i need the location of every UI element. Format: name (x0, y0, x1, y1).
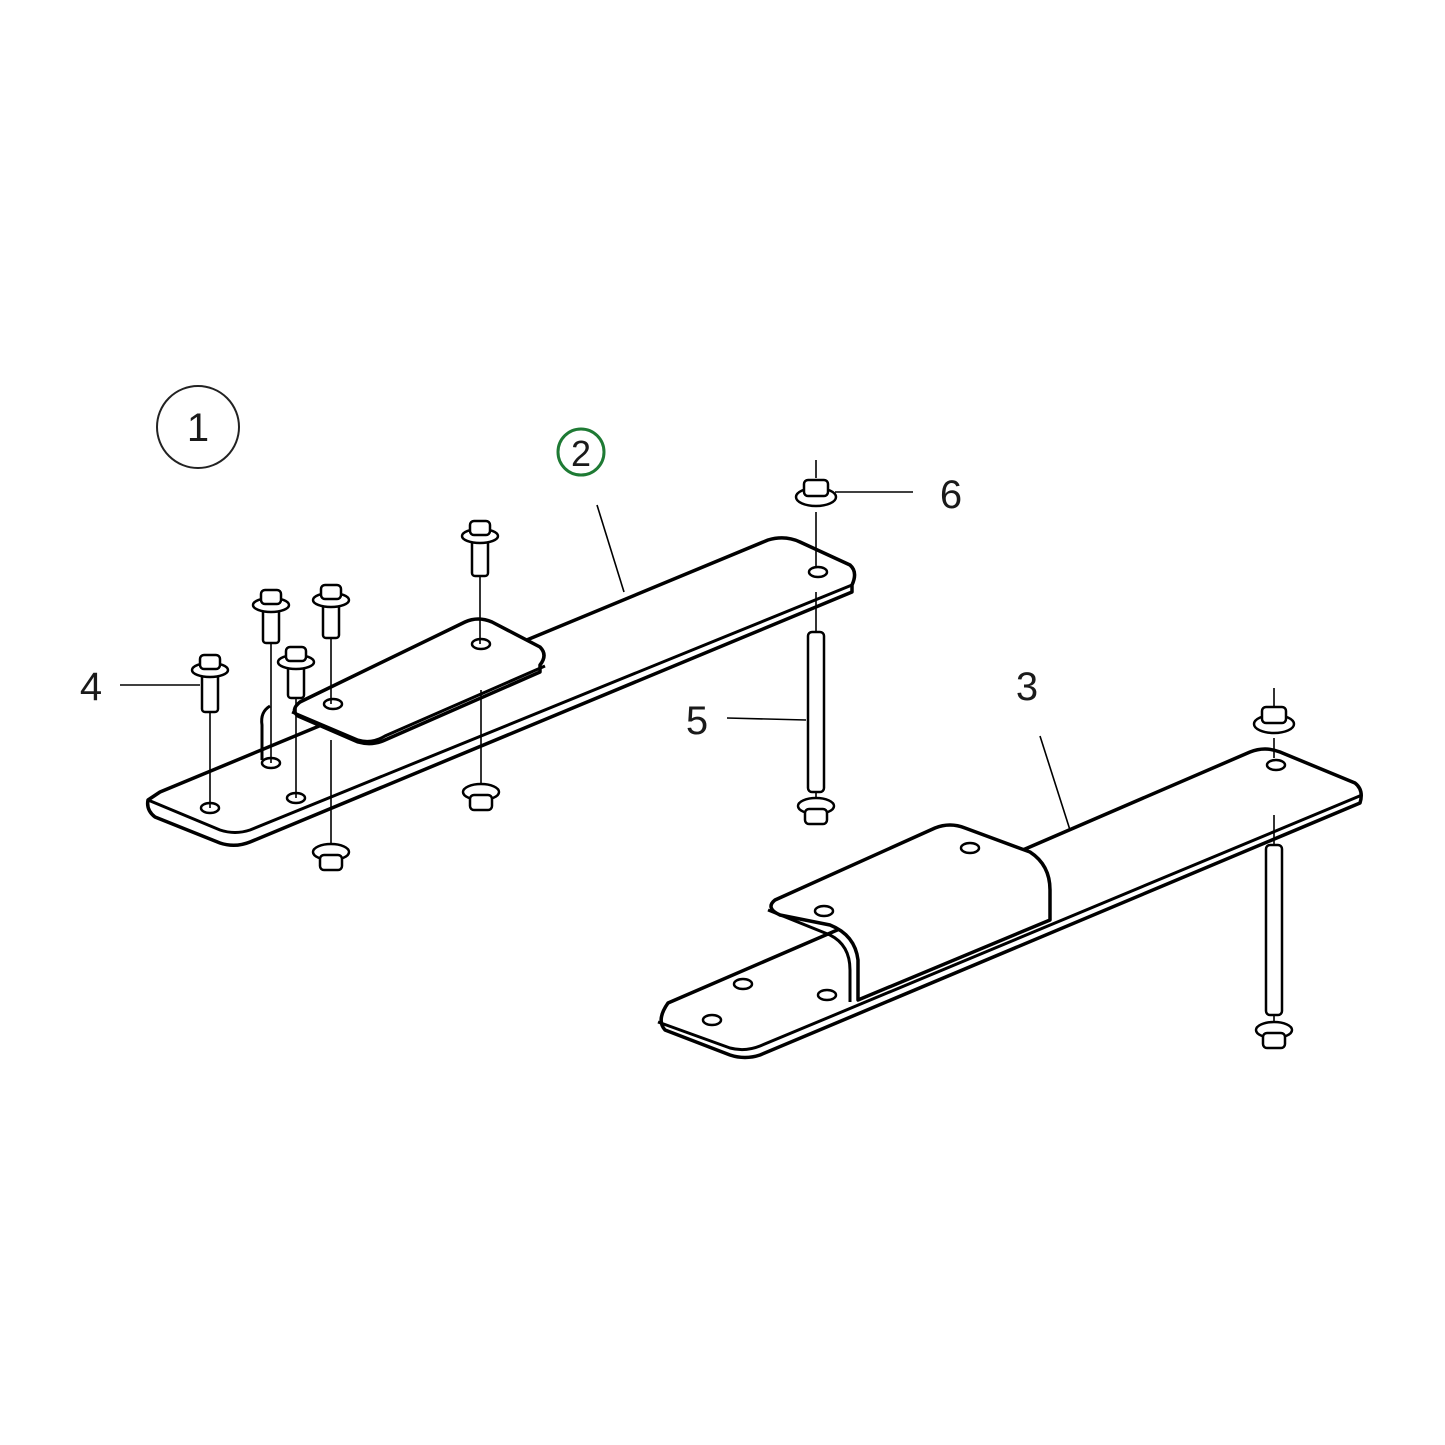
bolt-icon[interactable] (460, 519, 500, 644)
nut-icon[interactable] (461, 782, 501, 812)
leader-line-3 (1039, 735, 1071, 831)
nut-top-right[interactable] (1252, 688, 1296, 758)
callout-6-label: 6 (940, 473, 962, 517)
bolt-icon[interactable] (276, 645, 316, 798)
callout-5-label: 5 (686, 699, 708, 743)
bolt-icon[interactable] (251, 588, 291, 763)
bolts-group (190, 519, 500, 808)
callout-2[interactable]: 2 (556, 427, 625, 593)
callout-2-label: 2 (571, 433, 591, 474)
bolt-icon[interactable] (190, 653, 230, 808)
callout-3[interactable]: 3 (1016, 665, 1071, 831)
nut-top-left[interactable] (794, 460, 838, 566)
callout-3-label: 3 (1016, 665, 1038, 709)
callout-6[interactable]: 6 (835, 473, 962, 517)
left-bracket[interactable] (145, 536, 857, 847)
nuts-left (311, 690, 501, 872)
callout-1[interactable]: 1 (156, 385, 240, 469)
callout-4[interactable]: 4 (80, 665, 200, 709)
bolt-icon[interactable] (311, 583, 351, 704)
leader-line-5 (726, 717, 807, 721)
callout-5[interactable]: 5 (686, 699, 807, 743)
stud-right[interactable] (1254, 815, 1294, 1050)
nut-icon[interactable] (311, 842, 351, 872)
callout-4-label: 4 (80, 665, 102, 709)
right-bracket[interactable] (657, 747, 1363, 1060)
stud-left[interactable] (796, 592, 836, 826)
callout-1-label: 1 (187, 406, 209, 450)
leader-line-2 (596, 504, 625, 593)
